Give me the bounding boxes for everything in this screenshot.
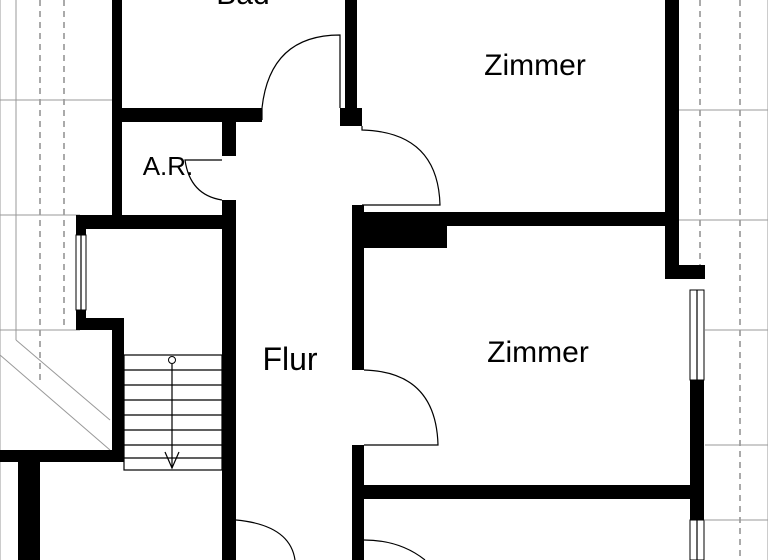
room-label-abstellraum: A.R.: [143, 151, 194, 181]
room-label-zimmer-top: Zimmer: [484, 49, 586, 82]
stairs: [123, 354, 223, 471]
doors: [184, 34, 441, 560]
room-label-bad: Bad: [216, 0, 269, 11]
windows: [75, 234, 705, 560]
room-label-flur: Flur: [262, 341, 317, 377]
stair-start-marker: [168, 356, 176, 364]
roof-area-left: [0, 0, 112, 560]
room-label-zimmer-middle: Zimmer: [487, 336, 589, 369]
walls: [0, 0, 705, 560]
stair-direction-arrow: [164, 451, 180, 470]
